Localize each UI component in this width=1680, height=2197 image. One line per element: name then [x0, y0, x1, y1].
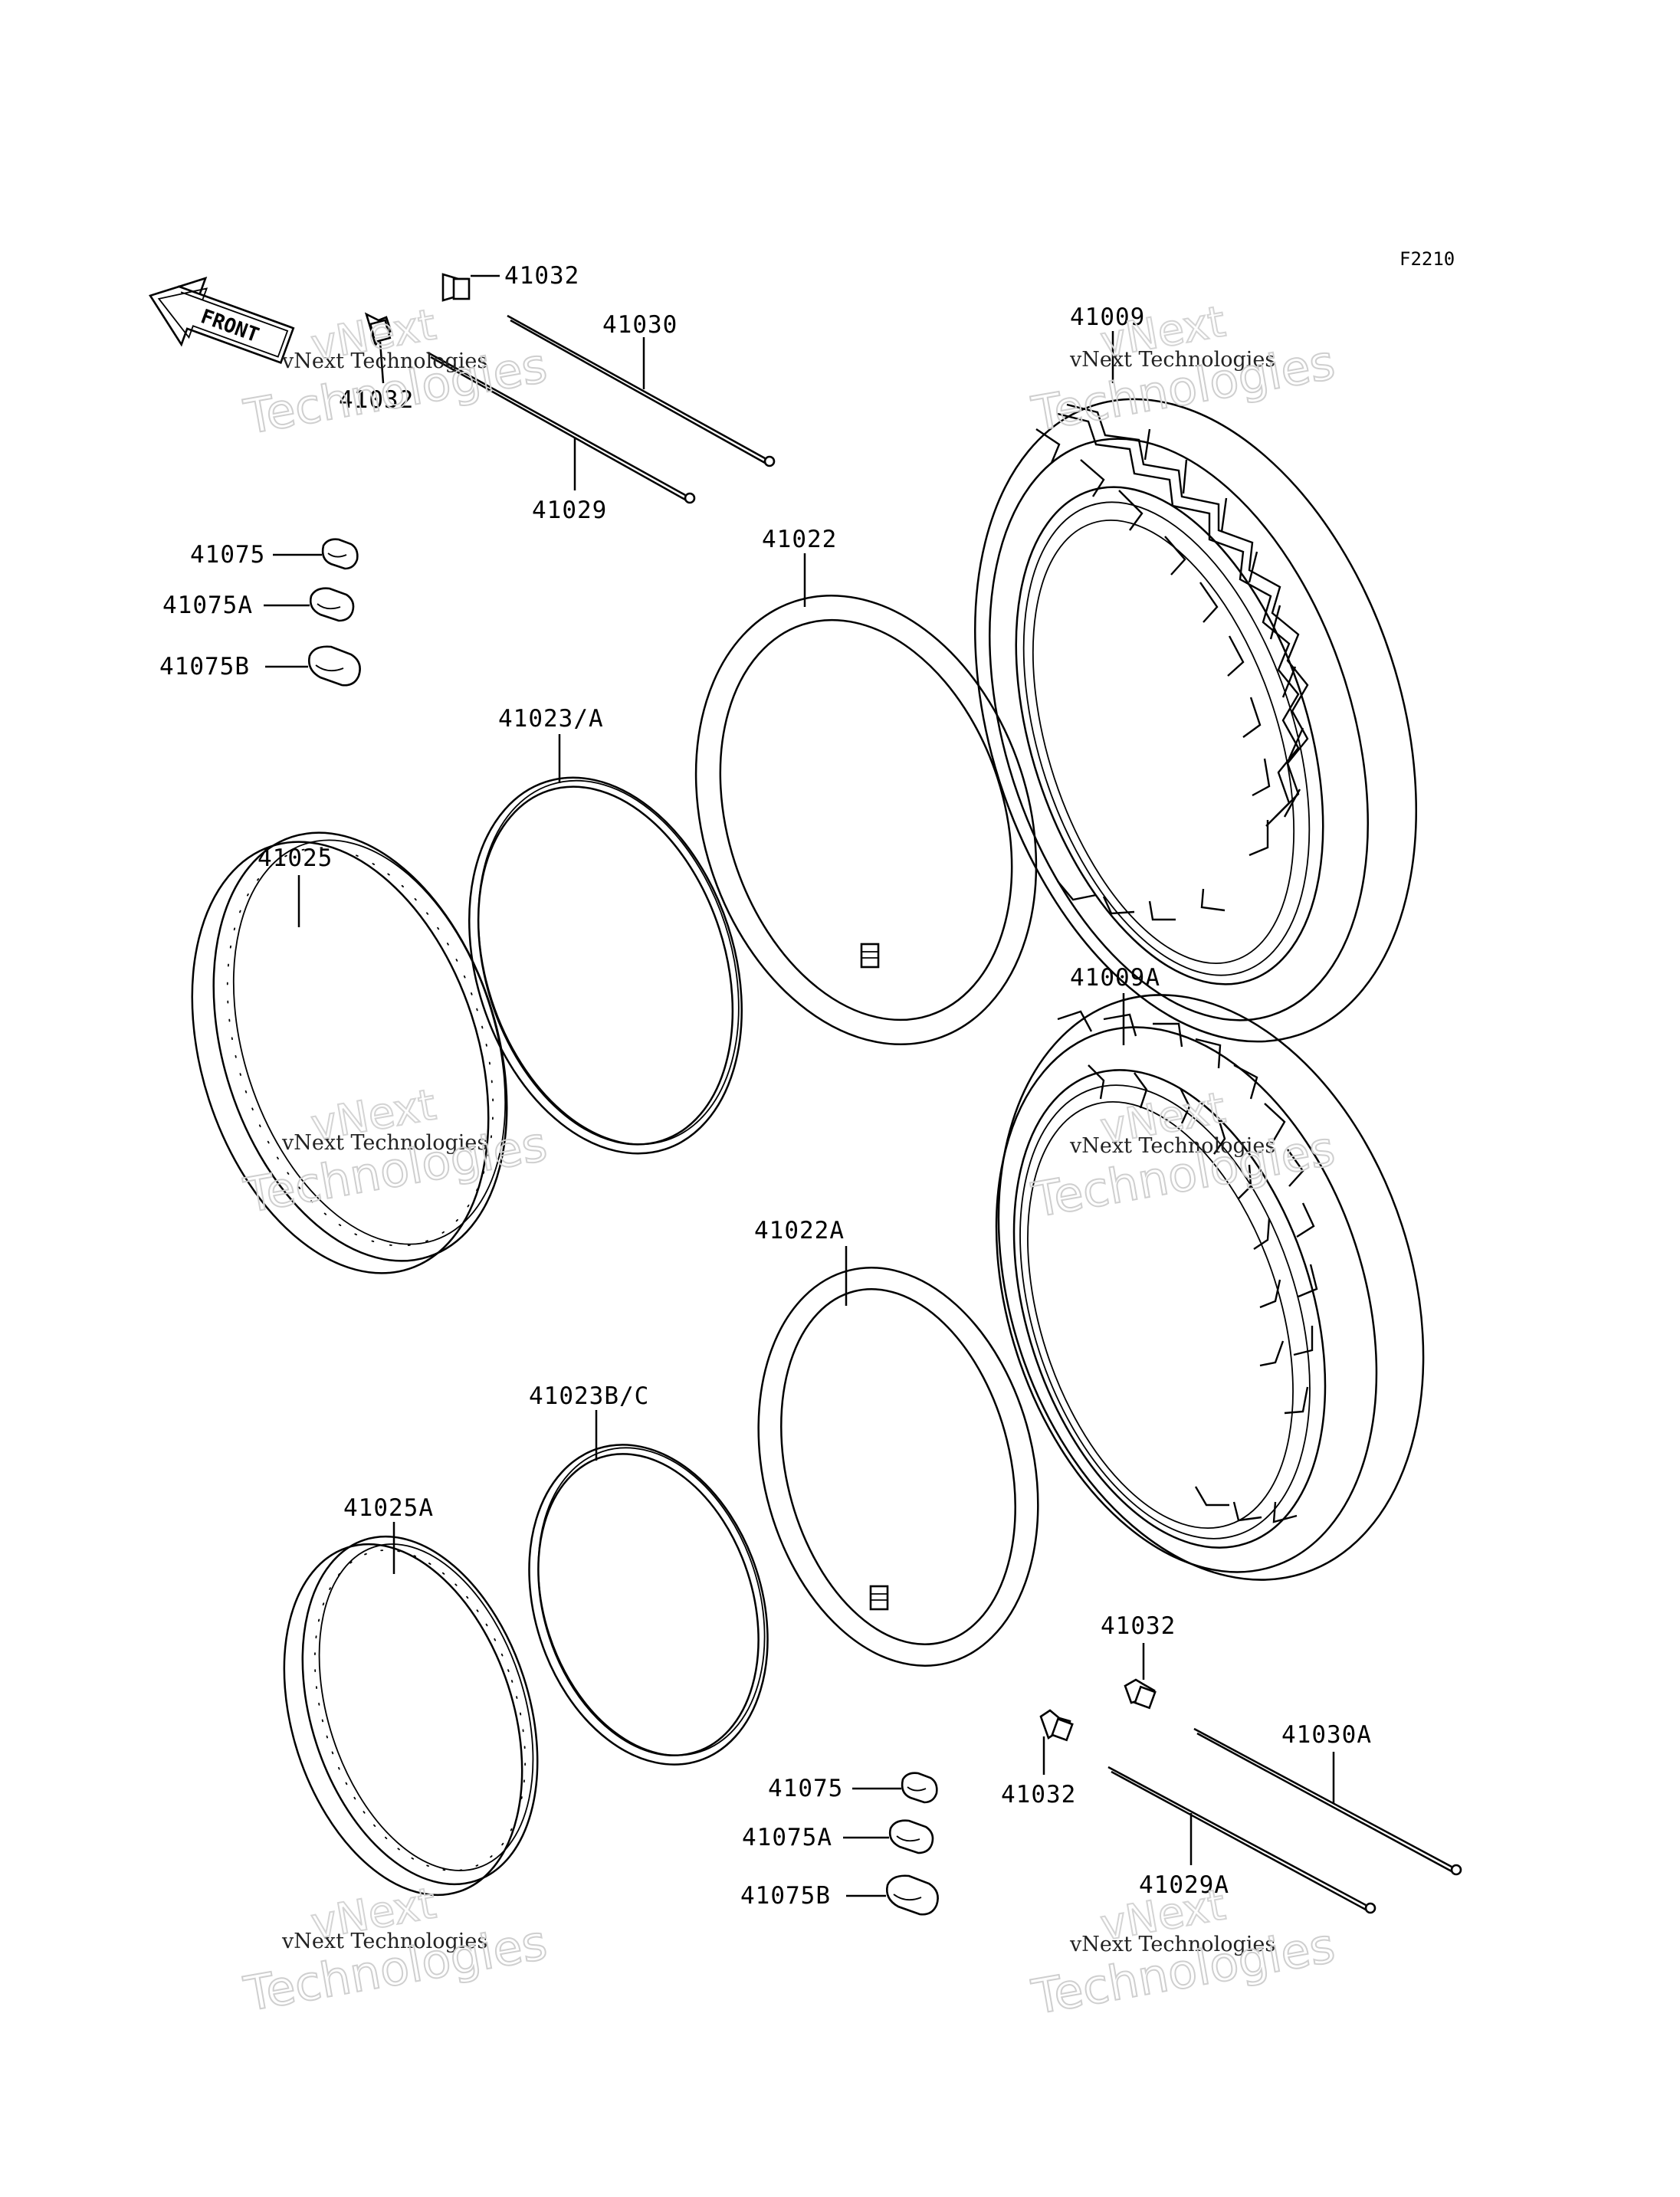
- tire-41009: [974, 398, 1417, 1043]
- label-41022: 41022: [762, 526, 837, 553]
- label-41030: 41030: [602, 311, 678, 339]
- label-41025A: 41025A: [343, 1494, 434, 1522]
- label-41032-r1: 41032: [1101, 1612, 1176, 1640]
- label-41022A: 41022A: [754, 1217, 845, 1244]
- label-41075-bottom: 41075: [768, 1775, 843, 1802]
- label-41032-top: 41032: [504, 262, 579, 290]
- label-41023A: 41023/A: [498, 705, 604, 733]
- watermark-mid-right: vNext Technologies vNext Technologies: [1027, 1082, 1340, 1229]
- tube-41022: [694, 595, 1038, 1045]
- spoke-41030A: [1193, 1727, 1462, 1876]
- watermark-top-left: vNext Technologies vNext Technologies: [239, 299, 552, 446]
- watermark-bottom-right: vNext Technologies vNext Technologies: [1027, 1879, 1340, 2026]
- label-41075: 41075: [190, 541, 265, 569]
- weight-41075A: [309, 587, 355, 622]
- rim-band-41023A: [468, 776, 743, 1155]
- rim-band-41023BC: [528, 1444, 769, 1766]
- label-41009: 41009: [1070, 303, 1145, 331]
- watermark-text: vNext Technologies: [1069, 348, 1275, 372]
- spoke-41029A: [1107, 1766, 1376, 1914]
- weight-41075B-bottom: [886, 1874, 939, 1916]
- label-41075B: 41075B: [159, 653, 250, 680]
- watermark-text: vNext Technologies: [281, 1131, 487, 1155]
- label-41032-left: 41032: [339, 386, 414, 414]
- label-41075B-bottom: 41075B: [740, 1882, 831, 1910]
- valve-41032-left: [364, 312, 392, 347]
- diagram-code: F2210: [1399, 248, 1455, 270]
- tire-41009A: [995, 994, 1425, 1581]
- weight-41075: [321, 538, 359, 570]
- watermark-mid-left: vNext Technologies vNext Technologies: [239, 1079, 552, 1225]
- label-41075A-bottom: 41075A: [742, 1824, 832, 1851]
- label-41029A: 41029A: [1139, 1871, 1229, 1899]
- leader-41032-left: [379, 341, 385, 384]
- label-41075A: 41075A: [162, 592, 253, 619]
- weight-41075B: [308, 645, 361, 687]
- label-41025: 41025: [258, 844, 333, 872]
- label-41023BC: 41023B/C: [529, 1382, 649, 1410]
- label-41009A: 41009A: [1070, 964, 1160, 992]
- watermark-text: vNext Technologies: [1069, 1933, 1275, 1956]
- rim-41025A: [283, 1535, 539, 1897]
- label-41032-r2: 41032: [1001, 1781, 1076, 1808]
- weight-41075-bottom: [901, 1772, 938, 1804]
- valve-41032-r1: [1124, 1678, 1157, 1710]
- watermark-text: vNext Technologies: [281, 1930, 487, 1953]
- rim-41025: [191, 831, 508, 1274]
- label-41029: 41029: [532, 497, 607, 524]
- weight-41075A-bottom: [888, 1819, 934, 1854]
- front-arrow-icon: FRONT: [149, 277, 295, 365]
- watermark-text: vNext Technologies: [1069, 1134, 1275, 1158]
- spoke-41029: [427, 351, 696, 504]
- watermark-bottom-left: vNext Technologies vNext Technologies: [239, 1877, 552, 2023]
- spoke-41030: [507, 314, 776, 467]
- watermark-text: vNext Technologies: [281, 349, 487, 373]
- label-41030A: 41030A: [1281, 1721, 1372, 1749]
- valve-41032-r2: [1039, 1709, 1074, 1742]
- valve-41032-top: [441, 273, 471, 302]
- tube-41022A: [757, 1267, 1039, 1667]
